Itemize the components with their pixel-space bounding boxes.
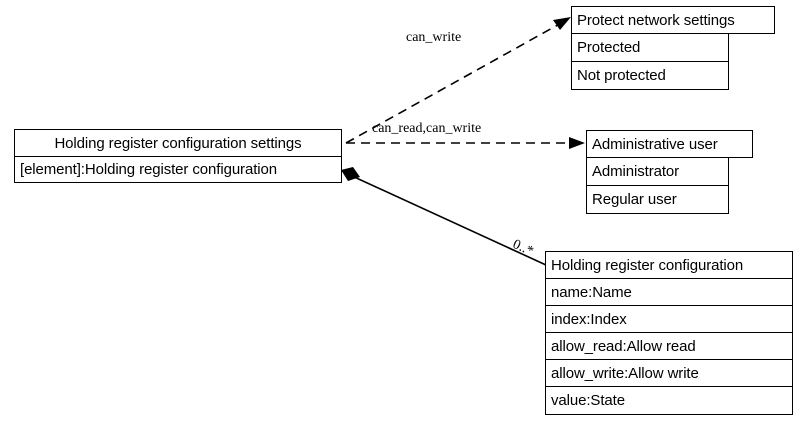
edge-can-write-line: [345, 21, 564, 144]
class-row-allow-write: allow_write:Allow write: [545, 359, 793, 387]
class-header-holding-register-configuration: Holding register configuration: [545, 251, 793, 279]
class-row-name: name:Name: [545, 278, 793, 306]
edge-can-write: [345, 17, 571, 144]
class-row-administrator: Administrator: [586, 157, 729, 186]
class-header-holding-register-configuration-settings: Holding register configuration settings: [14, 129, 342, 157]
class-row-element: [element]:Holding register configuration: [14, 156, 342, 183]
class-row-not-protected: Not protected: [571, 61, 729, 90]
class-header-administrative-user: Administrative user: [586, 130, 753, 158]
edge-label-can-read-can-write: can_read,can_write: [372, 121, 482, 136]
edge-composition: [341, 167, 547, 266]
edge-label-can-write: can_write: [406, 30, 462, 45]
edge-composition-diamond-icon: [341, 167, 360, 181]
edge-can-read-can-write: [346, 137, 585, 149]
class-row-protected: Protected: [571, 33, 729, 62]
edge-composition-line: [351, 175, 547, 266]
class-header-protect-network-settings: Protect network settings: [571, 6, 775, 34]
class-row-index: index:Index: [545, 305, 793, 333]
edge-can-read-can-write-arrowhead: [569, 137, 585, 149]
class-row-value: value:State: [545, 386, 793, 415]
edge-can-write-arrowhead: [553, 17, 571, 30]
class-row-regular-user: Regular user: [586, 185, 729, 214]
class-row-allow-read: allow_read:Allow read: [545, 332, 793, 360]
